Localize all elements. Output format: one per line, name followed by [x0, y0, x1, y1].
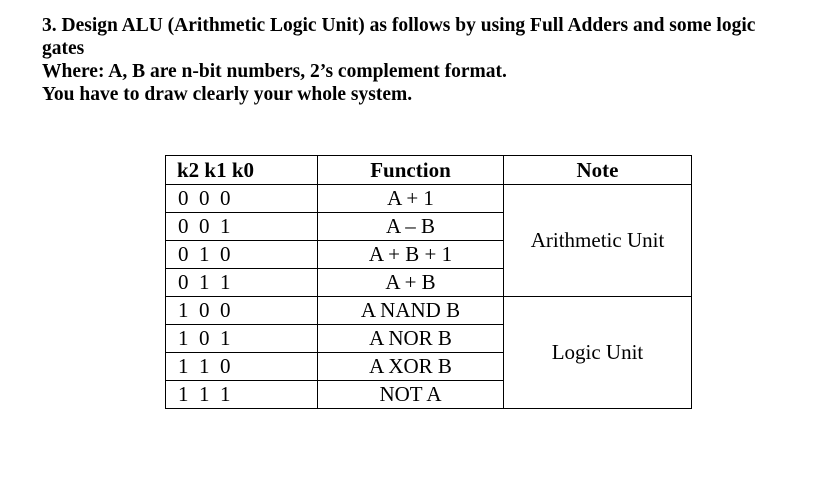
question-line-1: 3. Design ALU (Arithmetic Logic Unit) as… [42, 15, 756, 36]
header-function: Function [317, 155, 504, 185]
question-heading: 3. Design ALU (Arithmetic Logic Unit) as… [42, 14, 812, 106]
function-cell: A NOR B [317, 324, 504, 353]
function-cell: A + B [317, 268, 504, 297]
function-cell: A + B + 1 [317, 240, 504, 269]
k2-value: 0 [178, 270, 189, 294]
function-cell: A – B [317, 212, 504, 241]
function-cell: A + 1 [317, 184, 504, 213]
k1-value: 0 [199, 214, 210, 238]
k1-value: 1 [199, 270, 210, 294]
k0-value: 1 [220, 326, 231, 350]
k1-value: 1 [199, 354, 210, 378]
table-row: 0 0 0 A + 1 Arithmetic Unit [165, 184, 692, 297]
function-cell: A NAND B [317, 296, 504, 325]
k0-value: 1 [220, 382, 231, 406]
table-row: 1 1 1 NOT A [165, 380, 692, 409]
note-arithmetic-unit: Arithmetic Unit [503, 184, 692, 297]
k2-value: 0 [178, 186, 189, 210]
k0-value: 0 [220, 298, 231, 322]
k1-value: 0 [199, 298, 210, 322]
k0-value: 0 [220, 242, 231, 266]
note-logic-unit: Logic Unit [503, 296, 692, 409]
function-cell: NOT A [317, 380, 504, 409]
table-row: 1 1 0 A XOR B [165, 352, 692, 381]
function-cell: A XOR B [317, 352, 504, 381]
table-header-row: k2 k1 k0 Function Note [165, 155, 692, 185]
k0-value: 1 [220, 270, 231, 294]
k2-value: 1 [178, 326, 189, 350]
k2-value: 0 [178, 214, 189, 238]
k2-value: 0 [178, 242, 189, 266]
k1-value: 1 [199, 382, 210, 406]
k1-value: 1 [199, 242, 210, 266]
k2-value: 1 [178, 382, 189, 406]
k0-value: 1 [220, 214, 231, 238]
table-row: 0 0 1 A – B [165, 212, 692, 241]
header-k-bits: k2 k1 k0 [165, 155, 318, 185]
k2-value: 1 [178, 298, 189, 322]
table-row: 1 0 0 A NAND B Logic Unit [165, 296, 692, 409]
k0-value: 0 [220, 354, 231, 378]
question-where-line: Where: A, B are n-bit numbers, 2’s compl… [42, 61, 507, 82]
alu-function-table: k2 k1 k0 Function Note 0 0 0 A + 1 Arith… [165, 155, 692, 409]
k2-value: 1 [178, 354, 189, 378]
question-line-2: gates [42, 38, 85, 59]
k0-value: 0 [220, 186, 231, 210]
k1-value: 0 [199, 326, 210, 350]
question-instruction-line: You have to draw clearly your whole syst… [42, 84, 413, 105]
k1-value: 0 [199, 186, 210, 210]
header-note: Note [503, 155, 692, 185]
